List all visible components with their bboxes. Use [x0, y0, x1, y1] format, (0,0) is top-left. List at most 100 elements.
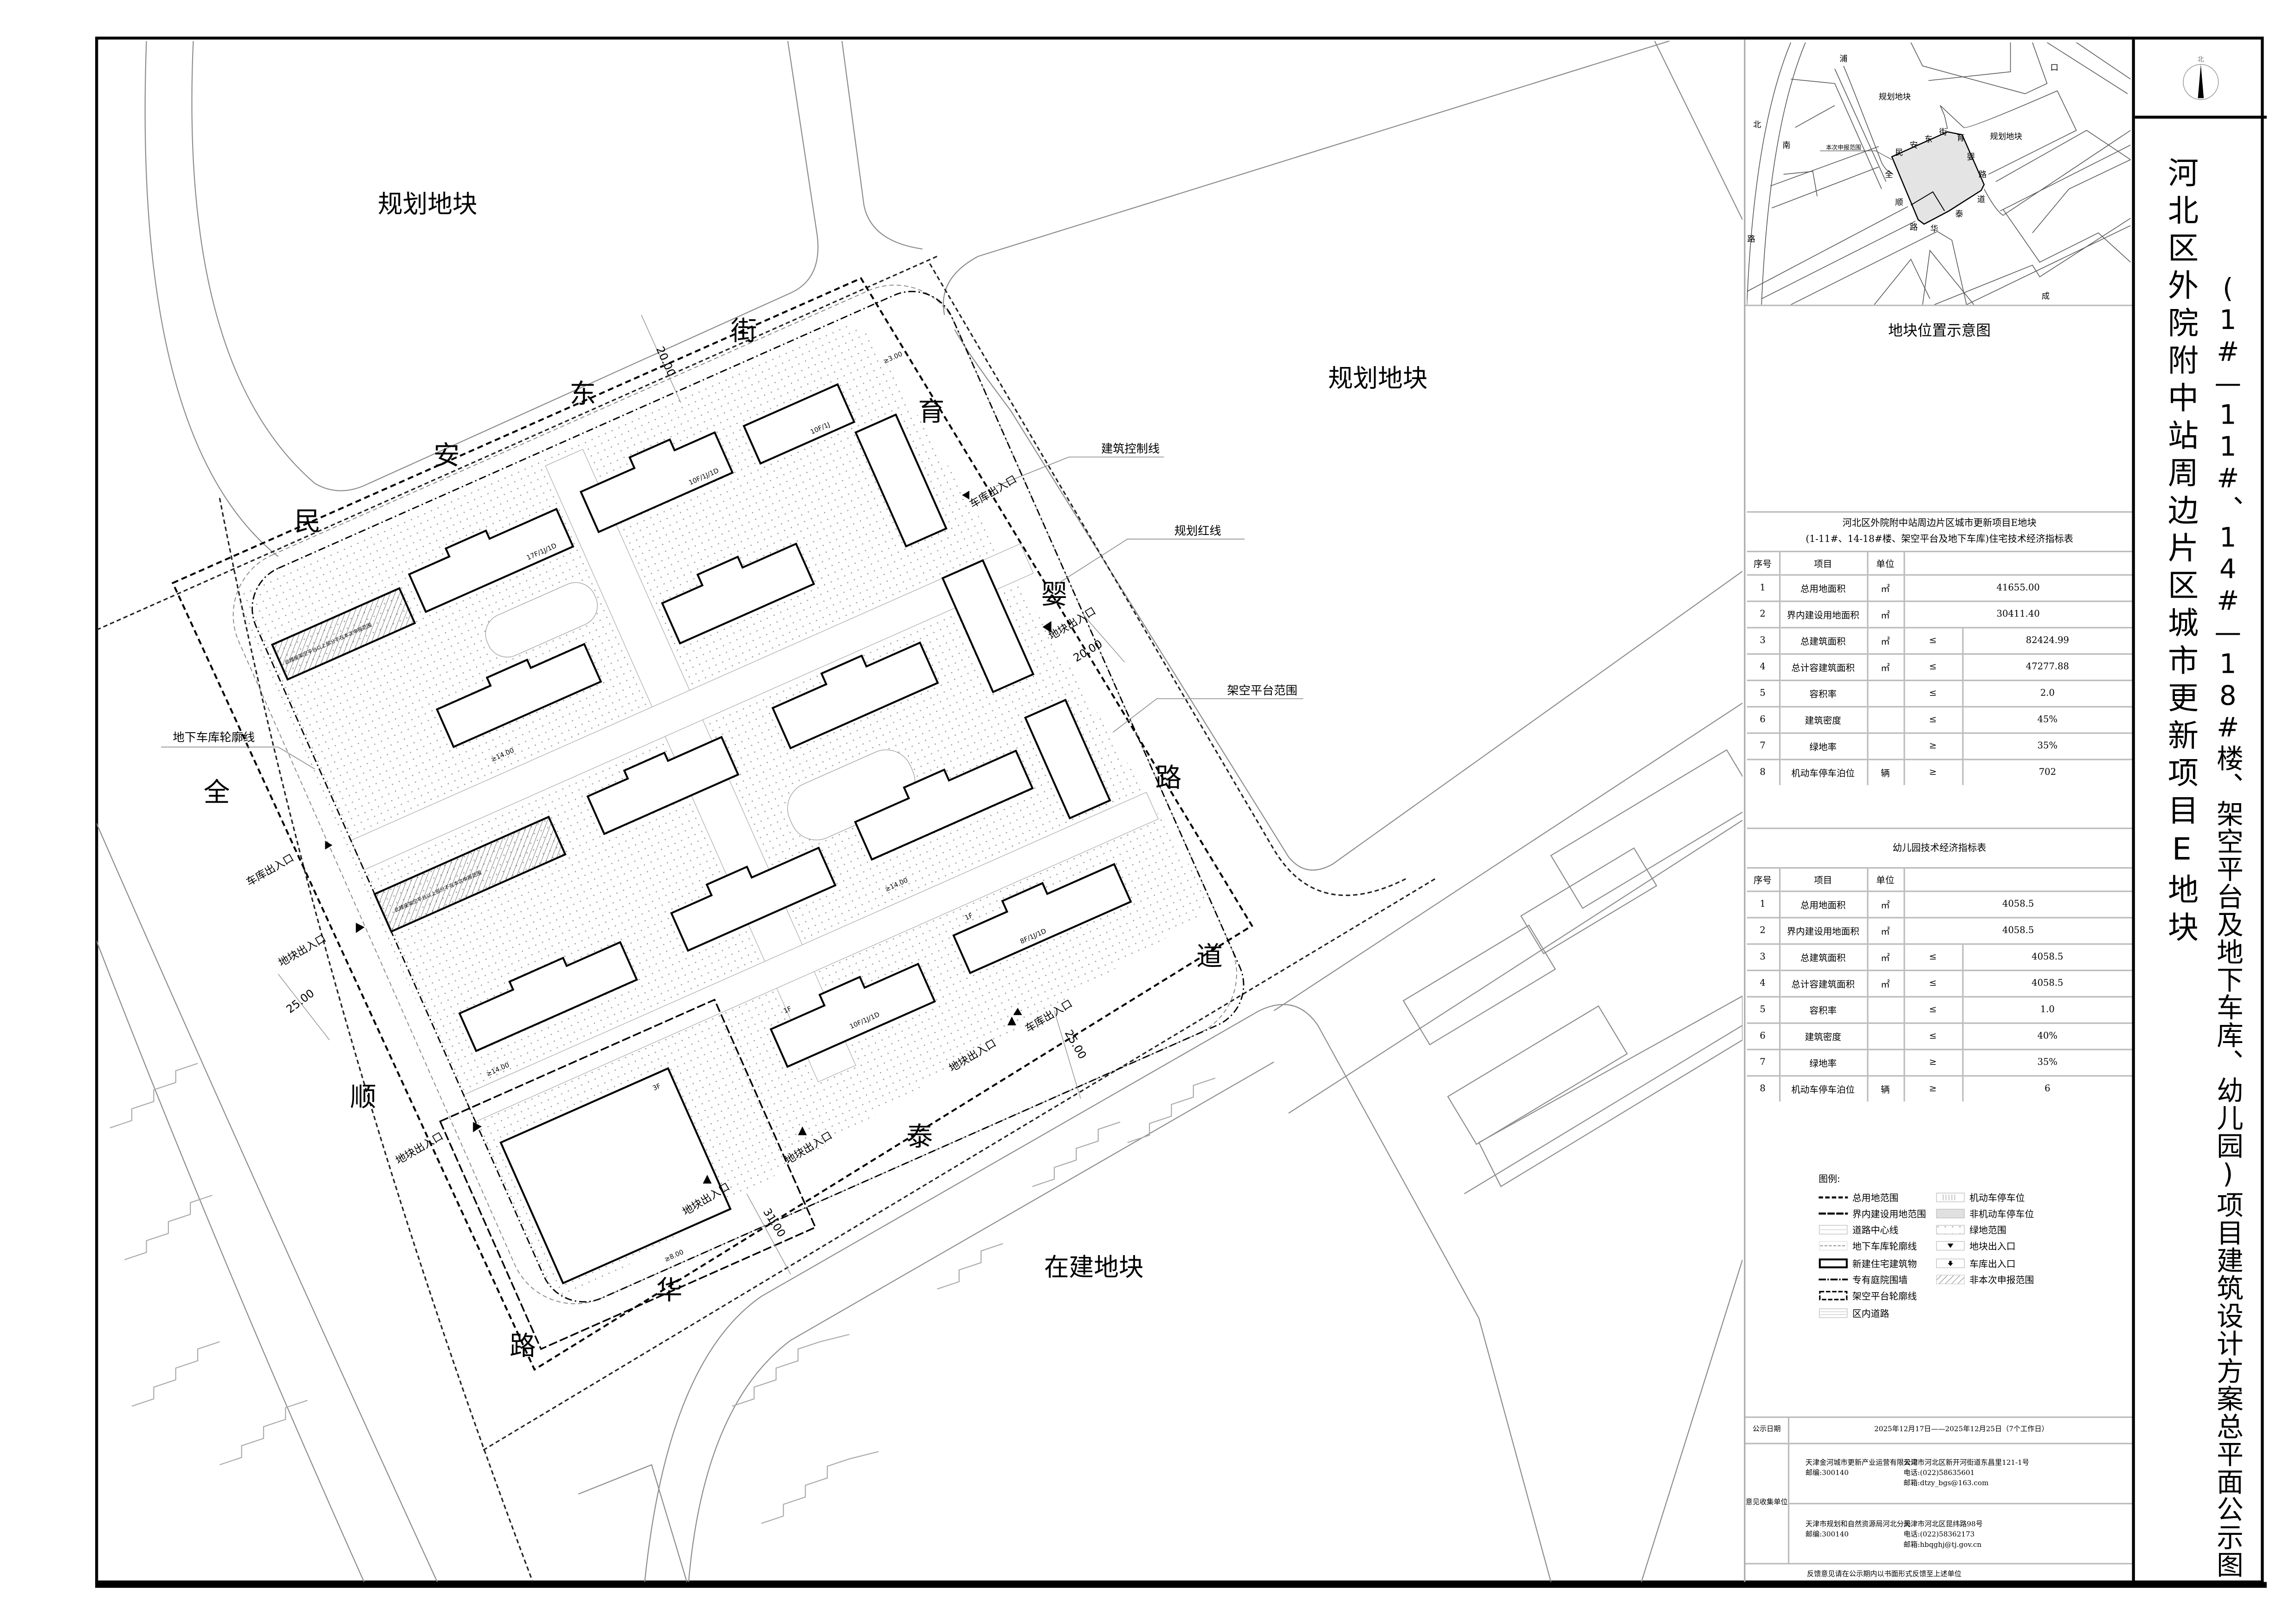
column-header: 序号: [1747, 551, 1780, 575]
cell-unit: ㎡: [1866, 917, 1904, 944]
cell-unit: [1866, 1049, 1904, 1076]
loc-label: 安: [1910, 141, 1918, 150]
cell-op: ≤: [1903, 943, 1962, 971]
cell-value: 82424.99: [1961, 627, 2132, 654]
dimension-label: 25.00: [1062, 1028, 1089, 1062]
cell-value: 4058.5: [1903, 890, 2132, 918]
road-centerline-icon: [1819, 1225, 1848, 1235]
notice-footer: 反馈意见请在公示期内以书面形式反馈至上述单位: [1807, 1571, 1962, 1579]
building-out-of-scope: [271, 587, 416, 681]
callout-building-control-line: 建筑控制线: [1101, 442, 1160, 456]
building: [952, 863, 1132, 974]
cell-no: 7: [1747, 732, 1780, 760]
road-char: 东: [570, 379, 596, 409]
cell-value: 35%: [1961, 732, 2132, 760]
building: [436, 643, 602, 748]
callouts: 建筑控制线 规划红线 架空平台范围 地下车库轮廓线: [161, 442, 1303, 770]
north-label: 北: [2198, 56, 2204, 64]
callout-planning-red-line: 规划红线: [1174, 524, 1221, 537]
legend-label: 非机动车停车位: [1969, 1210, 2034, 1220]
total-site-boundary: [171, 277, 1253, 1371]
unit-1-address: 天津市河北区新开河街道东昌里121-1号: [1903, 1460, 2030, 1468]
cell-op: ≥: [1903, 1049, 1962, 1076]
cell-unit: [1866, 996, 1904, 1024]
road-char: 路: [1155, 762, 1182, 793]
callout-elevated-platform: 架空平台范围: [1227, 683, 1297, 697]
road-char: 泰: [906, 1121, 933, 1152]
cell-item: 建筑密度: [1778, 1022, 1867, 1050]
loc-label: 路: [1747, 235, 1755, 244]
loc-label: 泰: [1955, 210, 1963, 219]
cell-no: 3: [1747, 943, 1780, 971]
loc-label: 全: [1885, 170, 1893, 180]
cell-unit: ㎡: [1866, 969, 1904, 997]
legend-item: 专有庭院围墙: [1819, 1272, 1908, 1287]
cell-value: 4058.5: [1903, 917, 2132, 944]
residential-indicator-table: 河北区外院附中站周边片区城市更新项目E地块(1-11#、14-18#楼、架空平台…: [1747, 511, 2132, 786]
road-char: 育: [918, 396, 945, 427]
cell-item: 界内建设用地面积: [1778, 600, 1867, 628]
legend-label: 车库出入口: [1969, 1259, 2016, 1270]
road-char: 华: [656, 1275, 683, 1306]
column-header-blank: [1903, 867, 2132, 892]
legend-label: 新建住宅建筑物: [1852, 1259, 1917, 1270]
cell-value: 4058.5: [1961, 969, 2132, 997]
cell-op: ≤: [1903, 996, 1962, 1024]
building: [941, 559, 1035, 694]
road-char: 道: [1196, 941, 1223, 972]
cell-item: 总用地面积: [1778, 890, 1867, 918]
column-header: 单位: [1866, 867, 1904, 892]
site-entrance-icon: [1936, 1242, 1965, 1251]
garage-entrance-label: 车库出入口: [967, 473, 1019, 511]
cell-no: 8: [1747, 1075, 1780, 1102]
legend-item: 绿地范围: [1936, 1223, 2006, 1237]
cell-value: 2.0: [1961, 679, 2132, 707]
cell-no: 1: [1747, 574, 1780, 601]
road-char: 街: [731, 316, 757, 346]
loc-label: 华: [1930, 225, 1938, 234]
road-char: 顺: [350, 1082, 376, 1113]
cell-unit: 辆: [1866, 759, 1904, 786]
table-title-line: 河北区外院附中站周边片区城市更新项目E地块: [1842, 517, 2037, 529]
unit-1-email: 邮箱:dtzy_bgs@163.com: [1903, 1481, 1989, 1488]
block-label-south: 在建地块: [1044, 1253, 1144, 1282]
legend-item: 地块出入口: [1936, 1239, 2016, 1254]
loc-label: 本次申报范围: [1826, 144, 1861, 151]
notice-units-label: 意见收集单位: [1745, 1444, 1790, 1563]
dimension-label: 25.00: [284, 986, 317, 1016]
cell-no: 4: [1747, 969, 1780, 997]
legend-label: 机动车停车位: [1969, 1193, 2025, 1204]
dimension-label: 20.00: [1071, 637, 1104, 664]
garage-entrance-label: 车库出入口: [244, 852, 296, 889]
loc-label: 规划地块: [1879, 93, 1911, 102]
cell-value: 41655.00: [1903, 574, 2132, 601]
building: [742, 383, 856, 465]
legend-item: 界内建设用地范围: [1819, 1206, 1926, 1221]
loc-label: 道: [1977, 195, 1985, 205]
site-entrance-label: 地块出入口: [393, 1130, 445, 1167]
road-names: 民 安 东 街 育 婴 路 道 全 顺 路 华 泰: [204, 316, 1223, 1361]
location-map: 浦 口 规划地块 规划地块 北 南 路 本次申报范围 民 安 东 街 育 婴 路…: [1747, 42, 2131, 305]
site-highlight: [1891, 131, 1985, 225]
building: [854, 749, 1034, 861]
table-title: 幼儿园技术经济指标表: [1747, 827, 2132, 868]
unit-2-postcode: 邮编:300140: [1805, 1532, 1849, 1540]
cell-value: 30411.40: [1903, 600, 2132, 628]
building: [580, 431, 734, 534]
garage-entrance-icon: [325, 841, 333, 850]
loc-label: 育: [1957, 134, 1965, 143]
cell-no: 5: [1747, 679, 1780, 707]
kindergarten-boundary: [439, 998, 817, 1350]
info-panel: 浦 口 规划地块 规划地块 北 南 路 本次申报范围 民 安 东 街 育 婴 路…: [1744, 39, 2134, 1582]
legend-item: 车库出入口: [1936, 1256, 2016, 1270]
unit-1-postcode: 邮编:300140: [1805, 1470, 1849, 1478]
kindergarten-outline: [1910, 191, 1945, 212]
loc-label: 街: [1939, 128, 1947, 137]
